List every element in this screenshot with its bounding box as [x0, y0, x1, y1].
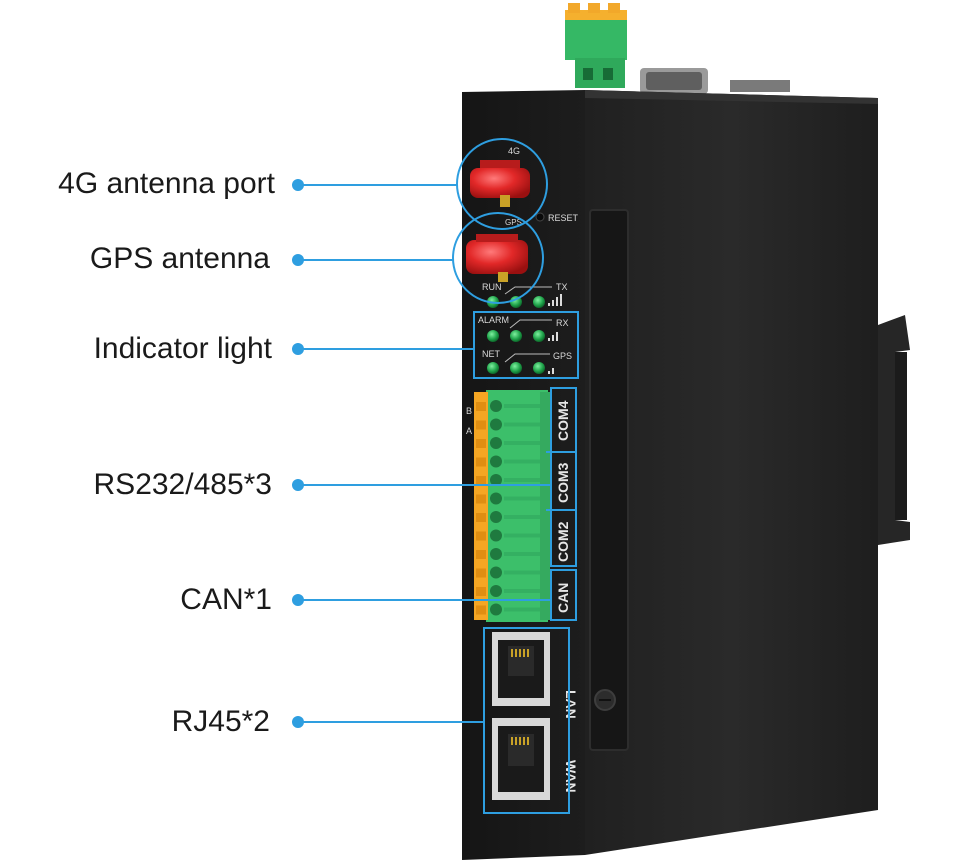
terminal-screw	[490, 548, 502, 560]
com4-label: COM4	[555, 400, 571, 441]
terminal-screw	[490, 455, 502, 468]
terminal-pin	[476, 568, 486, 578]
din-rail-clip	[878, 315, 910, 545]
terminal-pin	[476, 402, 486, 411]
callout-label-rj45: RJ45*2	[171, 705, 270, 738]
led-run-label: RUN	[482, 282, 502, 292]
terminal-slot	[504, 570, 540, 575]
db9-connector	[640, 68, 790, 94]
power-terminal	[565, 3, 627, 88]
terminal-screw	[490, 585, 502, 597]
led	[533, 296, 545, 308]
terminal-screw	[490, 529, 502, 542]
callout-dot	[292, 179, 304, 191]
terminal-pin	[476, 494, 486, 504]
com2-label: COM2	[555, 521, 571, 562]
callout-box-led	[473, 311, 579, 379]
led	[510, 362, 522, 374]
callout-dot	[292, 254, 304, 266]
led	[487, 330, 499, 342]
terminal-slot	[504, 422, 540, 427]
callout-label-4g-antenna: 4G antenna port	[58, 167, 275, 200]
reset-label: RESET	[548, 213, 579, 223]
led-alarm-label: ALARM	[478, 315, 509, 325]
callout-leaders	[298, 184, 551, 723]
led	[533, 362, 545, 374]
terminal-pin	[476, 605, 486, 615]
led-array	[487, 296, 545, 374]
callout-dot	[292, 594, 304, 606]
terminal-slot	[504, 459, 540, 464]
callout-dot	[292, 343, 304, 355]
terminal-block	[474, 390, 550, 622]
device-side-panel	[585, 90, 878, 855]
wan-label: WAN	[563, 760, 579, 793]
callout-dots	[292, 179, 304, 728]
signal-bars	[548, 294, 562, 374]
terminal-screw	[490, 418, 502, 431]
com3-label: COM3	[555, 462, 571, 503]
led-rx-label: RX	[556, 318, 569, 328]
callout-label-indicator-light: Indicator light	[93, 332, 272, 365]
terminal-slot	[504, 589, 540, 593]
terminal-screw	[490, 511, 502, 523]
callout-dot	[292, 716, 304, 728]
terminal-slot	[504, 552, 540, 556]
terminal-pin	[476, 587, 486, 596]
terminal-pin	[476, 513, 486, 522]
terminal-slot	[504, 478, 540, 482]
led-tx-label: TX	[556, 282, 568, 292]
callout-circle-gps	[452, 212, 544, 304]
led	[510, 296, 522, 308]
terminal-screw	[490, 474, 502, 486]
terminal-slot	[504, 515, 540, 519]
terminal-a-label: A	[466, 426, 472, 436]
led	[510, 330, 522, 342]
callout-label-gps-antenna: GPS antenna	[89, 242, 270, 275]
antenna-gps	[466, 234, 528, 282]
lan-label: LAN	[563, 690, 579, 719]
callout-dot	[292, 479, 304, 491]
terminal-screw	[490, 566, 502, 579]
terminal-slot	[504, 533, 540, 538]
terminal-screw	[490, 400, 502, 412]
led-net-label: NET	[482, 349, 501, 359]
reset-button	[535, 212, 545, 222]
terminal-screw	[490, 603, 502, 616]
callout-box-com	[550, 387, 577, 567]
callout-label-can: CAN*1	[180, 583, 272, 616]
led	[533, 330, 545, 342]
terminal-screw	[490, 437, 502, 449]
terminal-slot	[504, 607, 540, 612]
rj45-lan-port	[492, 632, 550, 706]
led-gps-label: GPS	[553, 351, 572, 361]
terminal-pin	[476, 531, 486, 541]
led	[487, 362, 499, 374]
terminal-slot	[504, 441, 540, 445]
antenna-4g	[470, 160, 530, 207]
callout-box-rj45	[483, 627, 570, 814]
callout-box-can	[550, 569, 577, 621]
can-port-label: CAN	[555, 583, 571, 613]
terminal-pin	[476, 439, 486, 448]
terminal-slot	[504, 404, 540, 408]
terminal-pin	[476, 550, 486, 559]
terminal-pin	[476, 476, 486, 485]
terminal-b-label: B	[466, 406, 472, 416]
antenna-gps-label: GPS	[505, 218, 522, 227]
rj45-wan-port	[492, 718, 550, 800]
antenna-4g-label: 4G	[508, 146, 520, 156]
terminal-pin	[476, 457, 486, 467]
terminal-pin	[476, 420, 486, 430]
callout-label-rs232-485: RS232/485*3	[93, 468, 272, 501]
terminal-slot	[504, 496, 540, 501]
terminal-screw	[490, 492, 502, 505]
